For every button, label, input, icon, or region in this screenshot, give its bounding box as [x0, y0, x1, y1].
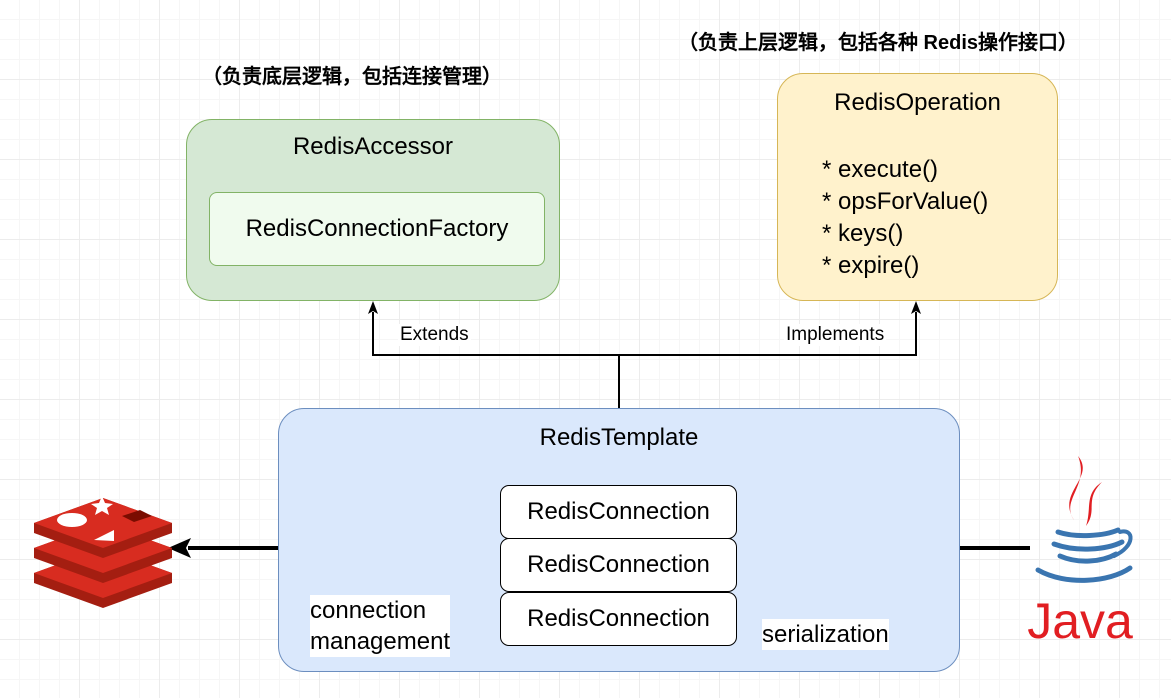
connection-management-line-1: connection — [310, 595, 451, 626]
redis-logo-icon — [34, 496, 172, 608]
connection-management-line-2: management — [310, 626, 451, 657]
redis-connection-box-3[interactable]: RedisConnection — [500, 592, 737, 646]
redis-connection-box-2[interactable]: RedisConnection — [500, 538, 737, 592]
implements-arrowhead — [911, 301, 921, 314]
redis-template-title: RedisTemplate — [539, 424, 699, 451]
redis-accessor-box[interactable]: RedisAccessor RedisConnectionFactory — [186, 119, 560, 301]
connection-management-label: connection management — [310, 595, 451, 657]
java-logo-icon: Java — [1027, 456, 1133, 649]
redis-operation-methods: * execute() * opsForValue() * keys() * e… — [822, 154, 988, 282]
redis-operation-box[interactable]: RedisOperation * execute() * opsForValue… — [777, 73, 1058, 301]
method-execute: * execute() — [822, 156, 939, 183]
serialization-label: serialization — [762, 619, 889, 650]
redis-arrowhead — [168, 538, 191, 558]
java-wordmark: Java — [1027, 593, 1133, 649]
extends-label: Extends — [398, 324, 471, 346]
redis-connection-factory-box[interactable]: RedisConnectionFactory — [209, 192, 545, 266]
extends-edge — [372, 312, 620, 408]
method-keys: * keys() — [822, 220, 904, 247]
operation-note: （负责上层逻辑，包括各种 Redis操作接口） — [678, 32, 1079, 54]
redis-operation-title: RedisOperation — [834, 89, 1001, 116]
method-expire: * expire() — [822, 252, 920, 279]
redis-connection-box-1[interactable]: RedisConnection — [500, 485, 737, 539]
accessor-note: （负责底层逻辑，包括连接管理） — [202, 66, 502, 88]
redis-accessor-title: RedisAccessor — [292, 133, 454, 160]
implements-label: Implements — [784, 324, 887, 346]
extends-arrowhead — [368, 301, 378, 314]
method-ops-for-value: * opsForValue() — [822, 188, 989, 215]
implements-edge — [619, 312, 917, 356]
